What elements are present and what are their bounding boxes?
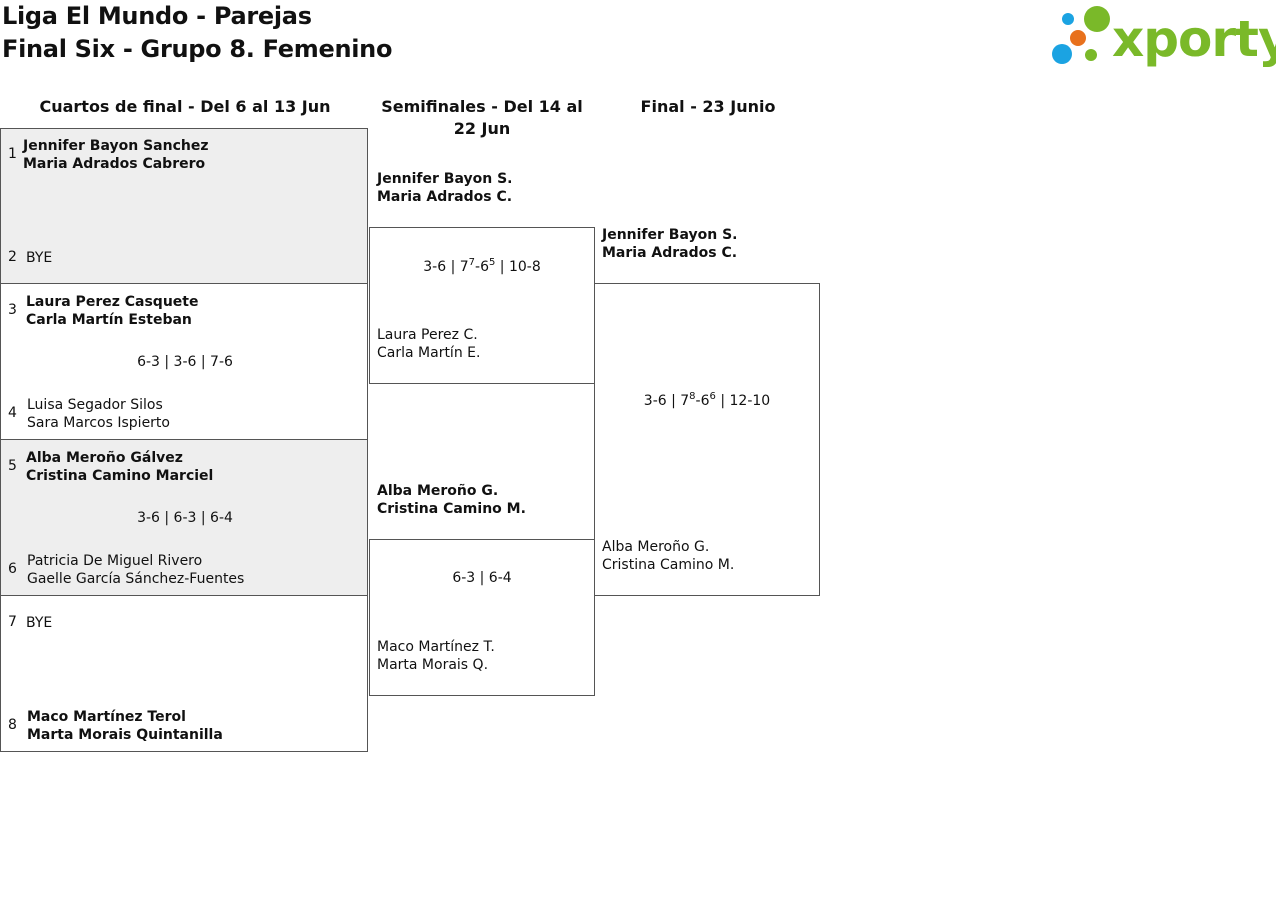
player-name: Carla Martín Esteban xyxy=(26,312,192,328)
team-names: Laura Perez Casquete Carla Martín Esteba… xyxy=(26,293,198,329)
semifinal-match-1: 3-6 | 77-65 | 10-8 Laura Perez C. Carla … xyxy=(369,227,595,384)
player-name: Maria Adrados C. xyxy=(377,189,513,205)
player-name: BYE xyxy=(26,615,53,631)
player-name: Marta Morais Q. xyxy=(377,657,489,673)
player-name: Jennifer Bayon Sanchez xyxy=(23,138,209,154)
final-match: 3-6 | 78-66 | 12-10 Alba Meroño G. Crist… xyxy=(594,283,820,596)
player-name: Cristina Camino M. xyxy=(602,557,735,573)
match-score: 6-3 | 3-6 | 7-6 xyxy=(137,354,233,370)
team-names: Alba Meroño Gálvez Cristina Camino Marci… xyxy=(26,449,213,485)
player-name: Jennifer Bayon S. xyxy=(602,227,738,243)
player-name: Alba Meroño Gálvez xyxy=(26,450,183,466)
round-heading-final: Final - 23 Junio xyxy=(640,97,776,116)
match-score: 3-6 | 77-65 | 10-8 xyxy=(423,257,541,276)
player-name: Alba Meroño G. xyxy=(377,483,499,499)
seed-number: 5 xyxy=(8,458,17,474)
team-names: Jennifer Bayon Sanchez Maria Adrados Cab… xyxy=(23,137,208,173)
final-top-team: Jennifer Bayon S. Maria Adrados C. xyxy=(602,226,737,262)
player-name: Patricia De Miguel Rivero xyxy=(27,553,203,569)
seed-number: 2 xyxy=(8,249,17,265)
team-names: Luisa Segador Silos Sara Marcos Ispierto xyxy=(27,396,170,432)
xporty-logo: xporty xyxy=(1050,4,1280,68)
team-names: Patricia De Miguel Rivero Gaelle García … xyxy=(27,552,244,588)
final-bottom-team: Alba Meroño G. Cristina Camino M. xyxy=(602,538,734,574)
player-name: Laura Perez Casquete xyxy=(26,294,199,310)
semifinal-1-bottom-team: Laura Perez C. Carla Martín E. xyxy=(377,326,480,362)
semifinal-match-2: 6-3 | 6-4 Maco Martínez T. Marta Morais … xyxy=(369,539,595,696)
player-name: Sara Marcos Ispierto xyxy=(27,415,170,431)
round-heading-semis: Semifinales - Del 14 al 22 Jun xyxy=(381,97,583,138)
player-name: Cristina Camino M. xyxy=(377,501,526,517)
player-name: Gaelle García Sánchez-Fuentes xyxy=(27,571,245,587)
player-name: BYE xyxy=(26,250,53,266)
player-name: Alba Meroño G. xyxy=(602,539,710,555)
match-score: 3-6 | 6-3 | 6-4 xyxy=(137,510,233,526)
semifinal-2-top-team: Alba Meroño G. Cristina Camino M. xyxy=(377,482,526,518)
team-names: BYE xyxy=(26,614,52,632)
team-names: BYE xyxy=(26,249,52,267)
player-name: Laura Perez C. xyxy=(377,327,478,343)
match-score: 6-3 | 6-4 xyxy=(452,570,512,586)
semifinal-2-bottom-team: Maco Martínez T. Marta Morais Q. xyxy=(377,638,495,674)
player-name: Maco Martínez T. xyxy=(377,639,495,655)
quarterfinal-match-4: 7 BYE 8 Maco Martínez Terol Marta Morais… xyxy=(0,595,368,752)
logo-wordmark: xporty xyxy=(1112,10,1276,68)
logo-dots-icon: xporty xyxy=(1052,6,1280,68)
seed-number: 1 xyxy=(8,146,17,162)
seed-number: 4 xyxy=(8,405,17,421)
player-name: Maria Adrados Cabrero xyxy=(23,156,206,172)
seed-number: 8 xyxy=(8,717,17,733)
player-name: Marta Morais Quintanilla xyxy=(27,727,223,743)
player-name: Jennifer Bayon S. xyxy=(377,171,513,187)
player-name: Maco Martínez Terol xyxy=(27,709,186,725)
player-name: Luisa Segador Silos xyxy=(27,397,163,413)
player-name: Carla Martín E. xyxy=(377,345,481,361)
page-subtitle: Final Six - Grupo 8. Femenino xyxy=(2,35,393,63)
round-heading-quarters: Cuartos de final - Del 6 al 13 Jun xyxy=(39,97,331,116)
quarterfinal-match-2: 3 Laura Perez Casquete Carla Martín Este… xyxy=(0,283,368,440)
quarterfinal-match-1: 1 Jennifer Bayon Sanchez Maria Adrados C… xyxy=(0,128,368,284)
seed-number: 6 xyxy=(8,561,17,577)
page-title: Liga El Mundo - Parejas xyxy=(2,2,312,30)
player-name: Maria Adrados C. xyxy=(602,245,738,261)
semifinal-1-top-team: Jennifer Bayon S. Maria Adrados C. xyxy=(377,170,512,206)
quarterfinal-match-3: 5 Alba Meroño Gálvez Cristina Camino Mar… xyxy=(0,439,368,596)
team-names: Maco Martínez Terol Marta Morais Quintan… xyxy=(27,708,223,744)
seed-number: 3 xyxy=(8,302,17,318)
player-name: Cristina Camino Marciel xyxy=(26,468,214,484)
match-score: 3-6 | 78-66 | 12-10 xyxy=(643,391,771,410)
seed-number: 7 xyxy=(8,614,17,630)
